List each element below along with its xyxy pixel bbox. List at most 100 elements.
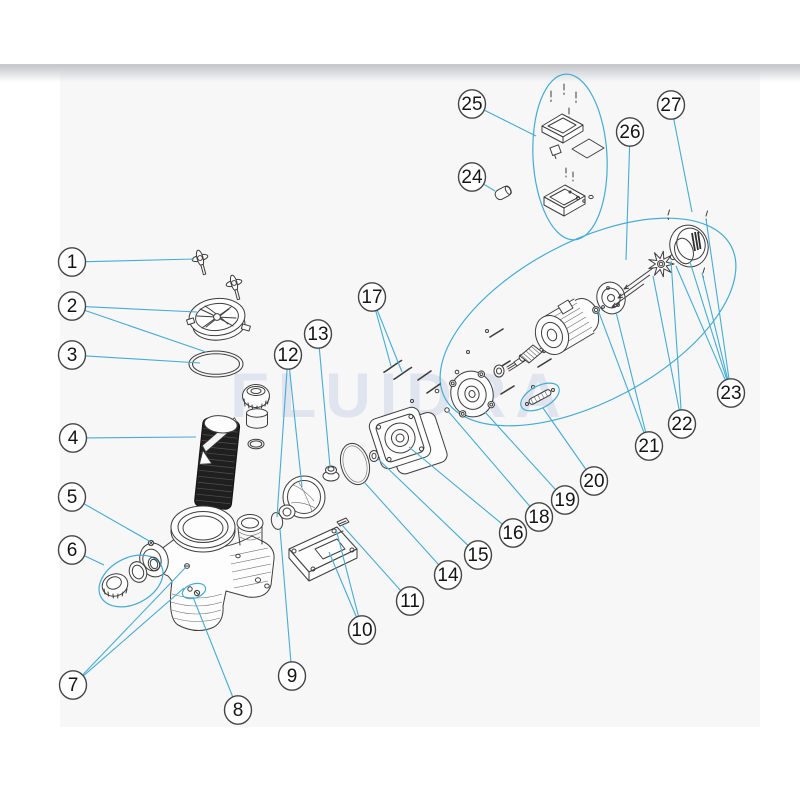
mechanical-seal [322, 465, 340, 482]
callout-11: 11 [395, 586, 425, 616]
callout-number-6: 6 [67, 540, 78, 561]
fan-cover [669, 224, 709, 268]
leader-line-2 [85, 306, 198, 313]
leader-line-4 [86, 436, 197, 439]
drain-plug-group [181, 582, 207, 600]
leader-line-23 [705, 218, 730, 380]
leader-line-1 [85, 258, 195, 263]
callout-number-2: 2 [67, 296, 78, 317]
callout-number-3: 3 [67, 345, 78, 366]
top-divider [0, 64, 800, 67]
callout-circle-4 [58, 423, 88, 453]
motor-flange [449, 370, 495, 418]
callout-circle-23 [716, 378, 746, 408]
callout-7: 7 [58, 670, 88, 700]
callout-number-16: 16 [502, 523, 523, 544]
pump-body [139, 505, 275, 631]
callout-17: 17 [357, 282, 387, 312]
callout-number-20: 20 [583, 471, 604, 492]
callout-16: 16 [498, 518, 528, 548]
leader-line-26 [625, 145, 631, 261]
lid-o-ring [188, 350, 244, 378]
callout-26: 26 [615, 117, 645, 147]
union-fittings-group [98, 554, 164, 608]
callout-circle-20 [579, 466, 609, 496]
leader-line-16 [408, 446, 503, 525]
seal-plate [368, 406, 448, 475]
callout-circle-12 [273, 340, 303, 370]
callout-4: 4 [58, 423, 88, 453]
callout-number-17: 17 [361, 287, 382, 308]
callout-6: 6 [57, 535, 87, 565]
wing-screw-1 [191, 249, 209, 276]
callout-number-26: 26 [619, 122, 640, 143]
leader-line-5 [83, 503, 152, 543]
callout-number-5: 5 [67, 487, 78, 508]
callout-number-12: 12 [277, 345, 298, 366]
callout-circle-10 [347, 615, 377, 645]
callout-number-24: 24 [461, 167, 483, 188]
callout-1: 1 [57, 247, 87, 277]
callout-bubbles: 1234567891011121314151617181920212223242… [57, 89, 746, 725]
callout-number-13: 13 [307, 324, 328, 345]
shaft-sleeve-oval [270, 512, 284, 530]
callout-20: 20 [579, 466, 609, 496]
leader-line-19 [484, 411, 557, 490]
base-clip [336, 517, 350, 527]
callout-10: 10 [347, 615, 377, 645]
callout-circle-2 [57, 291, 87, 321]
callout-circle-8 [223, 695, 253, 725]
wing-screw-2 [225, 274, 243, 301]
callout-circle-16 [498, 518, 528, 548]
leader-lines [82, 109, 730, 698]
leader-line-23 [689, 261, 728, 380]
callout-circle-3 [57, 340, 87, 370]
callout-circle-22 [667, 409, 697, 439]
leader-line-17 [375, 310, 392, 367]
callout-12: 12 [273, 340, 303, 370]
callout-circle-19 [550, 485, 580, 515]
callout-number-4: 4 [68, 428, 79, 449]
strainer-lid [186, 297, 251, 341]
callout-number-8: 8 [233, 700, 244, 721]
terminal-cover [541, 113, 584, 144]
callout-number-19: 19 [554, 490, 575, 511]
leader-line-12 [288, 368, 303, 488]
casing-o-ring [339, 442, 371, 486]
callout-23: 23 [716, 378, 746, 408]
callout-number-27: 27 [660, 95, 681, 116]
callout-circle-5 [57, 482, 87, 512]
callout-2: 2 [57, 291, 87, 321]
leader-line-10 [335, 528, 360, 617]
leader-line-2 [85, 309, 207, 353]
callout-14: 14 [433, 560, 463, 590]
callout-number-21: 21 [638, 436, 659, 457]
callout-circle-25 [457, 89, 487, 119]
callout-number-22: 22 [671, 414, 692, 435]
callout-18: 18 [524, 502, 554, 532]
callout-circle-18 [524, 502, 554, 532]
terminal-base [543, 184, 594, 217]
leader-line-23 [675, 265, 726, 381]
motor-through-bolts [611, 265, 656, 308]
callout-circle-17 [357, 282, 387, 312]
callout-8: 8 [223, 695, 253, 725]
leader-line-21 [597, 309, 645, 434]
leader-line-15 [377, 458, 469, 546]
callout-number-14: 14 [437, 565, 459, 586]
base-plate [288, 517, 358, 582]
leader-line-7 [82, 566, 187, 676]
callout-number-7: 7 [68, 675, 79, 696]
callout-27: 27 [656, 90, 686, 120]
terminal-connector [549, 144, 562, 160]
flange-gasket-group [520, 382, 560, 412]
callout-circle-11 [395, 586, 425, 616]
callout-25: 25 [457, 89, 487, 119]
callout-number-1: 1 [67, 252, 78, 273]
callout-number-23: 23 [720, 383, 741, 404]
impeller [278, 475, 326, 520]
leader-line-3 [85, 355, 201, 364]
leader-line-13 [318, 347, 331, 468]
callout-circle-14 [433, 560, 463, 590]
